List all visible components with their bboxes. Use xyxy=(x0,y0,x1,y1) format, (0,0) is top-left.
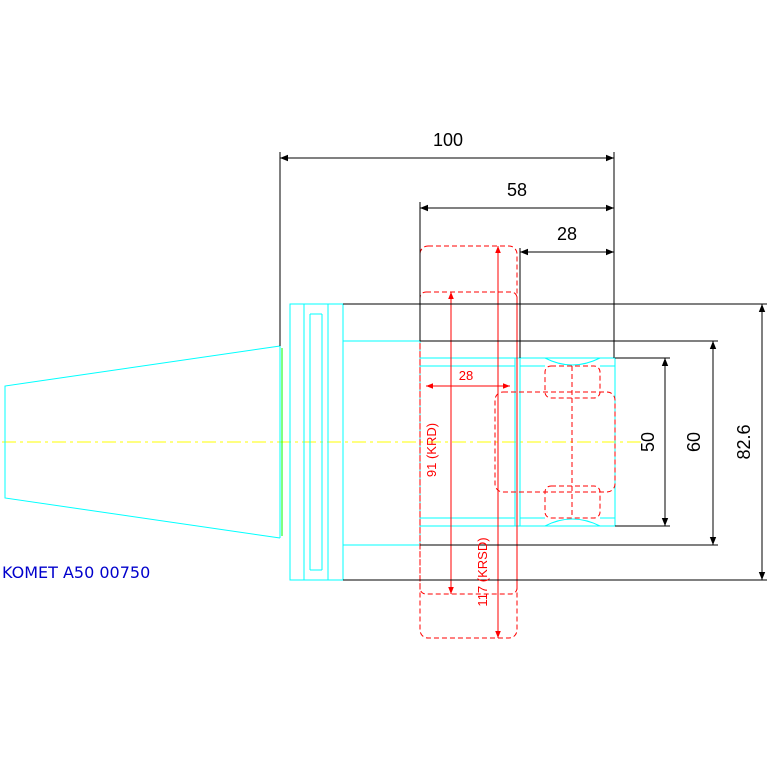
dim-diameter-82-6: 82.6 xyxy=(734,424,754,459)
dim-overall-length: 100 xyxy=(433,130,463,150)
dim-diameter-60: 60 xyxy=(684,432,704,452)
dim-length-58: 58 xyxy=(507,180,527,200)
dimension-lines xyxy=(279,152,767,581)
dim-red-28: 28 xyxy=(459,368,473,383)
dim-length-28: 28 xyxy=(557,224,577,244)
phantom-tools xyxy=(419,245,616,639)
taper-shank xyxy=(4,345,281,539)
red-dimension-lines xyxy=(426,246,510,638)
dim-radial-117: 117 (KRSD) xyxy=(475,537,490,606)
part-label: KOMET A50 00750 xyxy=(2,563,150,582)
flange xyxy=(289,303,344,581)
dim-diameter-50: 50 xyxy=(638,432,658,452)
body xyxy=(343,340,616,546)
dim-radial-91: 91 (KRD) xyxy=(424,423,439,477)
